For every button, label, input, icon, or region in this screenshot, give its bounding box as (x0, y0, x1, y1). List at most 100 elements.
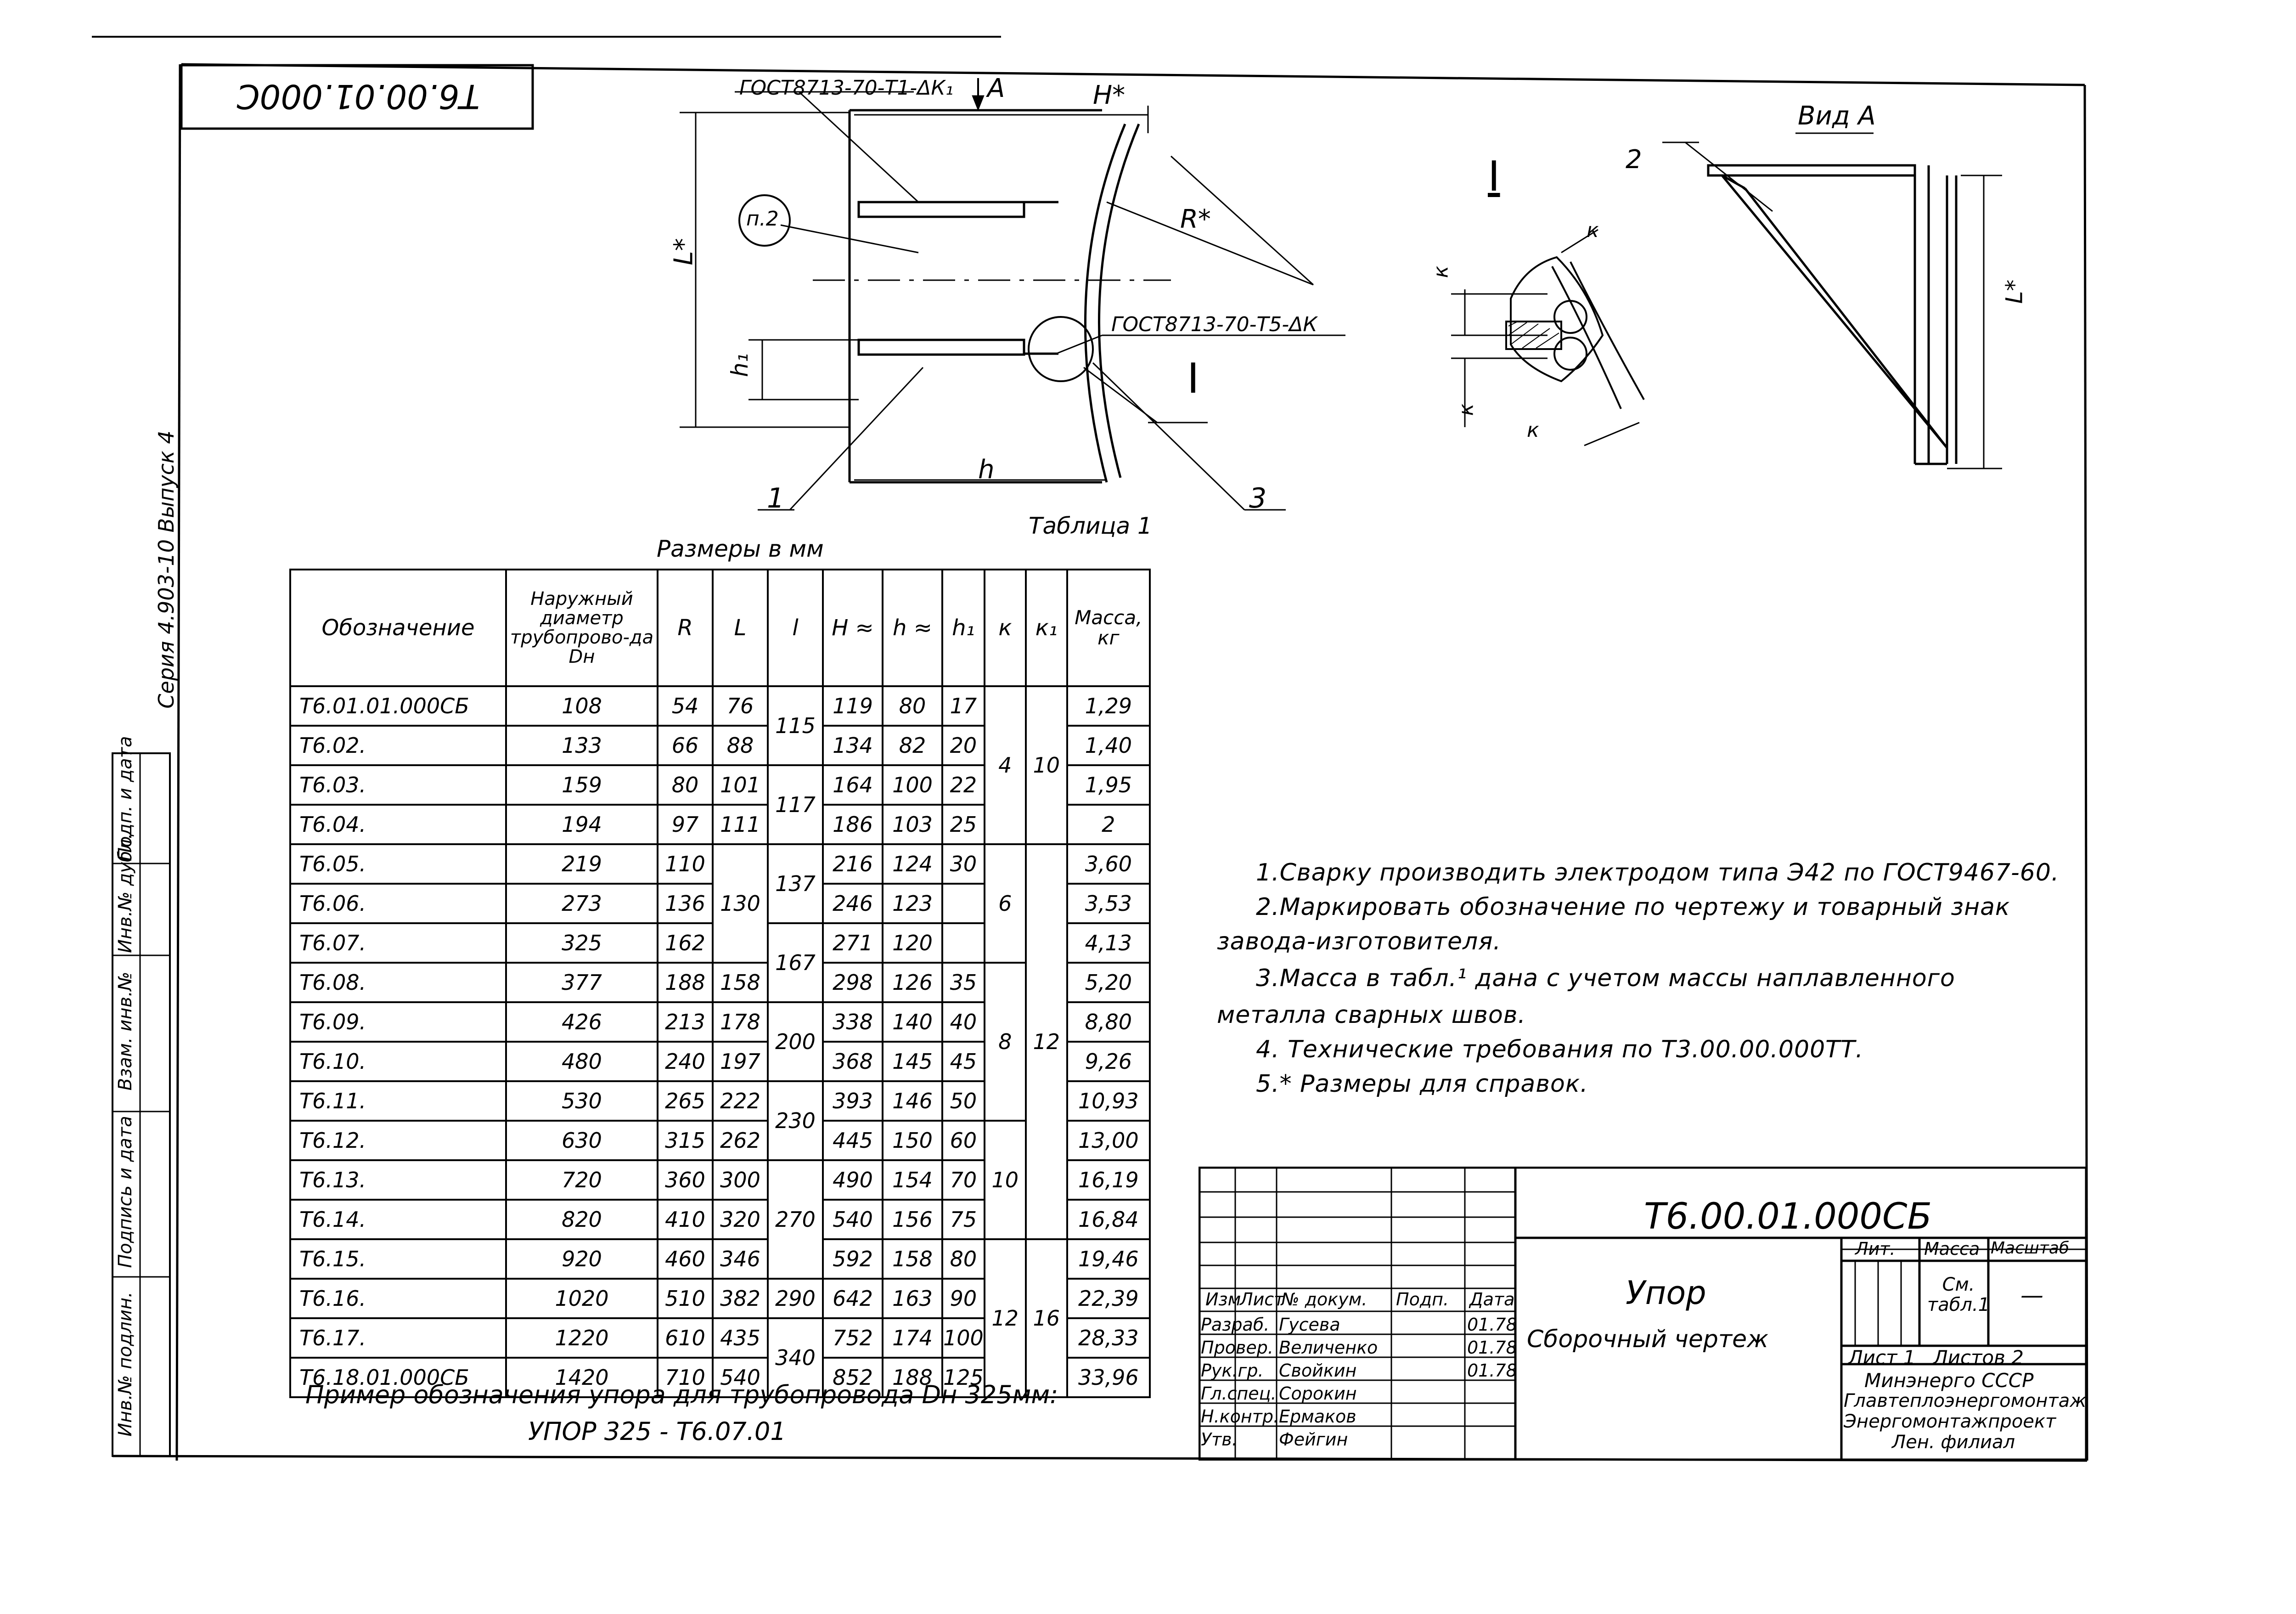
title-role-label: Н.контр. (1201, 1406, 1279, 1427)
table-cell: Т6.02. (289, 725, 507, 766)
table-cell: Т6.04. (289, 804, 507, 845)
table-cell: 20 (941, 725, 985, 766)
table-cell: 325 (505, 922, 658, 964)
table-cell: 163 (882, 1278, 943, 1319)
example-line-1: Пример обозначения упора для трубопровод… (305, 1380, 1058, 1409)
table-cell: 4 (983, 685, 1027, 845)
weld-leg-k-left: к (1429, 265, 1453, 278)
table-cell: 100 (941, 1317, 985, 1359)
table-cell: 40 (941, 1001, 985, 1043)
strip-label-podp-data: Подп. и дата (115, 736, 136, 861)
col-header-L: L (712, 569, 769, 687)
table-cell: 435 (712, 1317, 769, 1359)
strip-label-inv-podlin: Инв.№ подлин. (115, 1292, 136, 1437)
table-cell: 10,93 (1066, 1080, 1151, 1122)
table-cell: 186 (822, 804, 884, 845)
table-cell: 159 (505, 764, 658, 806)
view-a-dim-l-star: L* (2001, 279, 2028, 304)
dimensions-table: Обозначение Наружный диаметр трубопрово-… (289, 569, 1151, 1398)
table-cell: 137 (767, 843, 824, 924)
table-cell: 25 (941, 804, 985, 845)
table-cell: 76 (712, 685, 769, 727)
table-cell: 158 (712, 962, 769, 1003)
table-cell: 162 (657, 922, 714, 964)
table-cell: 8 (983, 962, 1027, 1122)
table-cell: 4,13 (1066, 922, 1151, 964)
series-label: Серия 4.903-10 Выпуск 4 (154, 430, 179, 709)
table-cell: 22,39 (1066, 1278, 1151, 1319)
weld-leg-k-top: к (1587, 219, 1599, 242)
title-subtitle: Сборочный чертеж (1527, 1326, 1768, 1353)
table-cell: Т6.16. (289, 1278, 507, 1319)
table-cell: Т6.03. (289, 764, 507, 806)
table-cell: 219 (505, 843, 658, 885)
table-cell: 66 (657, 725, 714, 766)
dim-label-l-star: L* (669, 238, 699, 265)
note-4: 4. Технические требования по Т3.00.00.00… (1256, 1036, 1864, 1063)
table-cell: 82 (882, 725, 943, 766)
title-col-izm: Изм (1205, 1289, 1241, 1309)
table-cell: 133 (505, 725, 658, 766)
table-cell: 146 (882, 1080, 943, 1122)
table-cell: 30 (941, 843, 985, 885)
table-cell: 426 (505, 1001, 658, 1043)
col-header-outer-diameter: Наружный диаметр трубопрово-да Dн (505, 569, 658, 687)
table-cell: 103 (882, 804, 943, 845)
table-cell: 1420 (505, 1357, 658, 1398)
title-role-label: Гл.спец. (1201, 1383, 1277, 1404)
table-cell: 720 (505, 1159, 658, 1201)
table-cell: 410 (657, 1199, 714, 1240)
table-cell: 70 (941, 1159, 985, 1201)
example-line-2: УПОР 325 - Т6.07.01 (528, 1417, 786, 1446)
rotated-drawing-code: T6.00.01.000C (236, 77, 480, 116)
title-col-sign: Подп. (1396, 1289, 1449, 1309)
title-org-2: Главтеплоэнергомонтаж (1844, 1390, 2087, 1411)
table-cell: 852 (822, 1357, 884, 1398)
weld-leg-k-bottom: к (1527, 418, 1539, 442)
position-label-1: 1 (767, 482, 785, 514)
strip-label-podpis-data: Подпись и дата (115, 1116, 136, 1268)
table-cell: 246 (822, 883, 884, 924)
table-cell: 540 (712, 1357, 769, 1398)
table-cell: 1,40 (1066, 725, 1151, 766)
table-cell: 110 (657, 843, 714, 885)
table-cell: Т6.09. (289, 1001, 507, 1043)
table-cell: 111 (712, 804, 769, 845)
table-cell: 178 (712, 1001, 769, 1043)
table-cell: 75 (941, 1199, 985, 1240)
table-cell: 101 (712, 764, 769, 806)
table-cell: 262 (712, 1120, 769, 1161)
title-doc-code: Т6.00.01.000СБ (1644, 1196, 1932, 1237)
table-cell: 338 (822, 1001, 884, 1043)
title-mass-value: См. табл.1 (1927, 1274, 1990, 1315)
title-role-date: 01.78 (1467, 1360, 1517, 1381)
table-cell: 320 (712, 1199, 769, 1240)
title-role-label: Провер. (1201, 1337, 1273, 1358)
table-cell: 1020 (505, 1278, 658, 1319)
title-sheet: Лист 1 (1848, 1346, 1916, 1369)
table-cell: 16,19 (1066, 1159, 1151, 1201)
note-5: 5.* Размеры для справок. (1256, 1070, 1588, 1098)
col-header-H: H ≈ (822, 569, 884, 687)
title-role-label: Разраб. (1201, 1315, 1270, 1335)
table-cell: 167 (767, 922, 824, 1003)
table-cell: 346 (712, 1238, 769, 1280)
table-cell (941, 922, 985, 964)
table-cell: 271 (822, 922, 884, 964)
table-cell: 213 (657, 1001, 714, 1043)
table-cell: 50 (941, 1080, 985, 1122)
table-cell: 126 (882, 962, 943, 1003)
title-role-date: 01.78 (1467, 1337, 1517, 1358)
table-cell: Т6.01.01.000СБ (289, 685, 507, 727)
table-cell: 136 (657, 883, 714, 924)
table-cell: 265 (657, 1080, 714, 1122)
note-2: 2.Маркировать обозначение по чертежу и т… (1256, 893, 2010, 921)
title-org-3: Энергомонтажпроект (1844, 1411, 2056, 1432)
table-cell: 28,33 (1066, 1317, 1151, 1359)
